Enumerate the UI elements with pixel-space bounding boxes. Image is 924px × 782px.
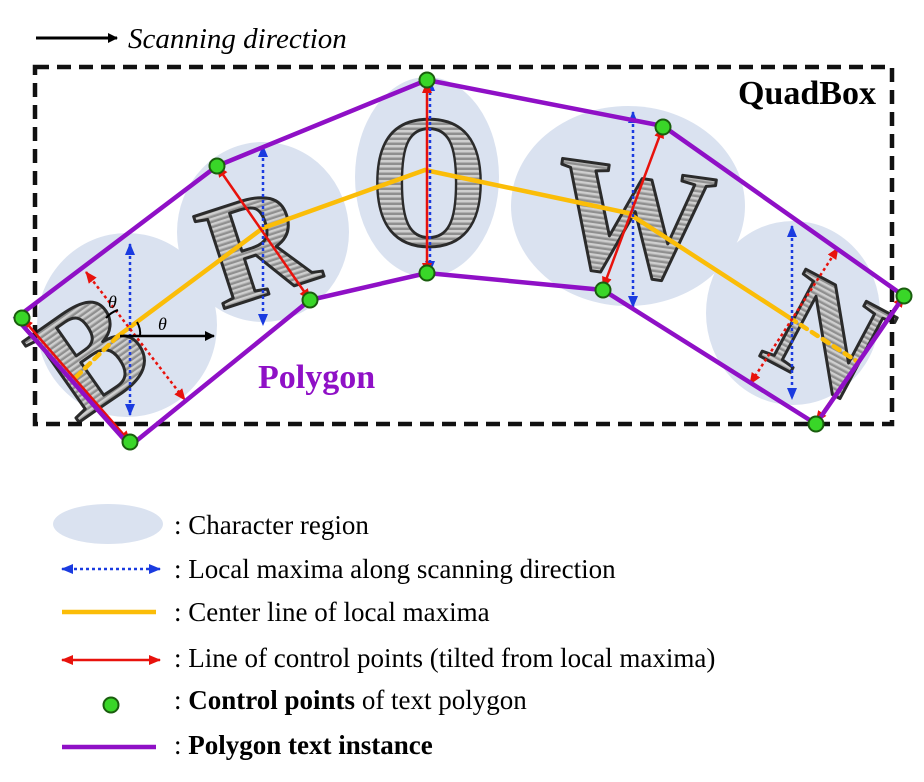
- control-point: [807, 415, 825, 433]
- control-point: [208, 157, 226, 175]
- legend: : Character region : Local maxima along …: [53, 504, 715, 760]
- legend-text: : Character region: [174, 510, 369, 540]
- control-point: [594, 281, 612, 299]
- angle-arc: [136, 321, 142, 337]
- control-line: [601, 126, 665, 289]
- legend-item-control-points: : Control points of text polygon: [102, 685, 527, 715]
- control-point: [121, 433, 139, 451]
- control-points: [13, 71, 913, 451]
- control-line-dotted: [748, 247, 840, 385]
- control-point: [418, 264, 436, 282]
- legend-text: : Local maxima along scanning direction: [174, 554, 616, 584]
- character-region-swatch: [53, 504, 163, 544]
- quadbox: QuadBox: [32, 64, 895, 427]
- control-line: [21, 317, 131, 443]
- legend-item-center-line: : Center line of local maxima: [62, 597, 490, 627]
- theta-symbol: θ: [158, 314, 167, 334]
- control-point: [418, 71, 436, 89]
- quadbox-border: [32, 64, 895, 427]
- legend-item-local-maxima: : Local maxima along scanning direction: [61, 554, 616, 584]
- scan-direction-legend: Scanning direction: [36, 23, 347, 55]
- legend-item-control-line: : Line of control points (tilted from lo…: [61, 643, 715, 673]
- legend-item-character-region: : Character region: [53, 504, 369, 544]
- control-point: [895, 287, 913, 305]
- control-point: [301, 291, 319, 309]
- control-point-swatch: [102, 696, 120, 714]
- legend-bold-text: Control points: [188, 685, 355, 715]
- legend-plain-text: of text polygon: [355, 685, 527, 715]
- control-line: [215, 165, 312, 301]
- polygon-label: Polygon: [258, 359, 375, 396]
- legend-item-polygon: : Polygon text instance: [62, 730, 433, 760]
- legend-text: : Center line of local maxima: [174, 597, 490, 627]
- legend-bold-text: Polygon text instance: [188, 730, 432, 760]
- scan-direction-label: Scanning direction: [128, 23, 347, 55]
- legend-text: : Control points of text polygon: [174, 685, 527, 715]
- legend-text: : Line of control points (tilted from lo…: [174, 643, 715, 673]
- angle-arc: [105, 309, 119, 319]
- legend-prefix: :: [174, 730, 188, 760]
- control-point: [654, 118, 672, 136]
- legend-prefix: :: [174, 685, 188, 715]
- angle-annotation: θ θ: [105, 292, 215, 341]
- quadbox-label: QuadBox: [738, 75, 876, 112]
- theta-symbol: θ: [108, 292, 117, 312]
- control-point: [13, 309, 31, 327]
- legend-text: : Polygon text instance: [174, 730, 433, 760]
